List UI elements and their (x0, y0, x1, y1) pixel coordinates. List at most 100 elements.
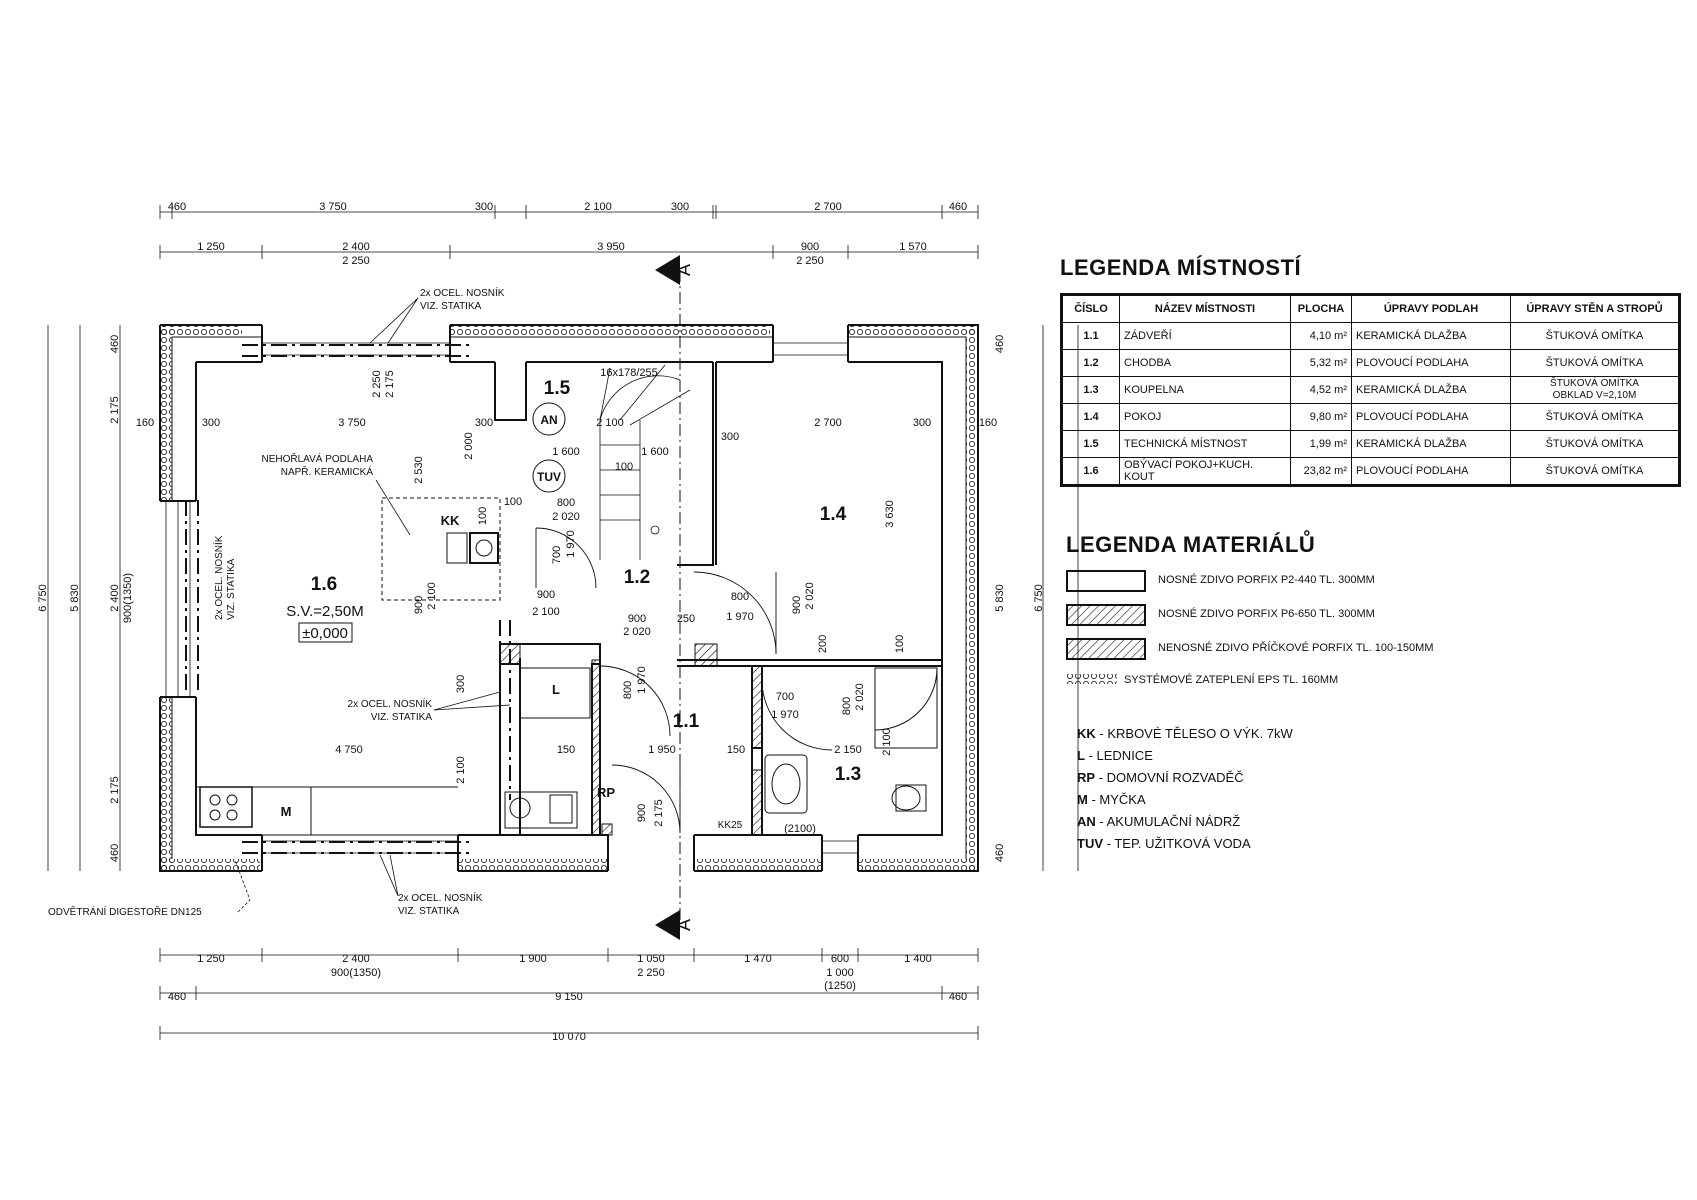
dimension-lines (47, 205, 1079, 1040)
dim-interior: 300 (721, 431, 739, 443)
abbreviation-item: TUV - TEP. UŽITKOVÁ VODA (1077, 836, 1251, 851)
dim-interior: 100 (477, 507, 489, 525)
room-floor: KERAMICKÁ DLAŽBA (1351, 430, 1511, 458)
abbr-code: M (1077, 792, 1088, 807)
dim-interior: 1 970 (771, 709, 799, 721)
dim-interior: 800 (841, 697, 853, 715)
kk25-label: KK25 (718, 820, 743, 831)
floor-note-2: NAPŘ. KERAMICKÁ (281, 465, 374, 478)
dim-interior: 2 020 (854, 683, 866, 711)
dim-interior: 900 (537, 589, 555, 601)
dim-top1: 300 (475, 201, 493, 213)
dim-interior: 1 600 (552, 446, 580, 458)
plan-notes: 2x OCEL. NOSNÍK VIZ. STATIKA NEHOŘLAVÁ P… (48, 286, 511, 918)
room-number: 1.2 (1061, 349, 1120, 377)
room-floor: KERAMICKÁ DLAŽBA (1351, 322, 1511, 350)
dim-interior: 200 (817, 635, 829, 653)
dim-interior: 100 (615, 461, 633, 473)
material-text: NOSNÉ ZDIVO PORFIX P2-440 TL. 300MM (1158, 574, 1375, 586)
dim-interior: 2 100 (426, 582, 438, 610)
room-name: TECHNICKÁ MÍSTNOST (1119, 430, 1291, 458)
dim-interior: 2 150 (834, 744, 862, 756)
dim-interior: 700 (776, 691, 794, 703)
equipment-labels: KK L M RP AN TUV KK25 (2100) 16x178/255 (281, 367, 816, 835)
dim-interior: 300 (202, 417, 220, 429)
dim-interior: 2 100 (532, 606, 560, 618)
hatched-walls (499, 643, 763, 836)
dim-interior: 2 020 (552, 511, 580, 523)
room-number: 1.5 (1061, 430, 1120, 458)
room-1-1-label: 1.1 (673, 711, 700, 732)
dim-interior: 160 (979, 417, 997, 429)
material-swatch-insulation (1067, 674, 1117, 684)
abbreviation-item: M - MYČKA (1077, 792, 1146, 807)
dim-right-inner: 460 (994, 844, 1006, 862)
col-header: ČÍSLO (1061, 294, 1120, 323)
dim-interior: 2 100 (596, 417, 624, 429)
room-1-3-label: 1.3 (835, 764, 861, 785)
dim-interior: 3 750 (338, 417, 366, 429)
stair (599, 364, 691, 560)
abbr-text: TEP. UŽITKOVÁ VODA (1114, 836, 1251, 851)
dim-interior: 800 (622, 681, 634, 699)
room-walls: ŠTUKOVÁ OMÍTKA (1510, 403, 1680, 431)
dim-bot1: 1 400 (904, 953, 932, 965)
room-1-4-label: 1.4 (820, 504, 847, 525)
dim-left-inner: 2 175 (109, 776, 121, 804)
dim-right-inner: 460 (994, 335, 1006, 353)
dim-interior: 1 970 (726, 611, 754, 623)
beam-mid-note-2: VIZ. STATIKA (371, 712, 433, 723)
dim-bot2: 9 150 (555, 991, 583, 1003)
dim-interior: 300 (455, 675, 467, 693)
section-mark-bottom: A (655, 910, 694, 940)
room-number: 1.3 (1061, 376, 1120, 404)
room-labels: 1.1 1.2 1.3 1.4 1.5 1.6 S.V.=2,50M ±0,00… (286, 378, 861, 785)
abbreviation-item: AN - AKUMULAČNÍ NÁDRŽ (1077, 814, 1241, 829)
beam-left-note-1: 2x OCEL. NOSNÍK (212, 535, 225, 620)
room-walls: ŠTUKOVÁ OMÍTKA (1550, 378, 1639, 389)
col-header: PLOCHA (1290, 294, 1352, 323)
vent-note: ODVĚTRÁNÍ DIGESTOŘE DN125 (48, 905, 202, 918)
dim-interior: 900 (636, 804, 648, 822)
door-swings (535, 527, 833, 834)
dim-right-inner: 5 830 (994, 584, 1006, 612)
dim-bot1: 600 (831, 953, 849, 965)
kk-label: KK (441, 513, 460, 528)
abbreviation-item: RP - DOMOVNÍ ROZVADĚČ (1077, 770, 1244, 785)
dim-top2: 2 400 (342, 241, 370, 253)
col-header: NÁZEV MÍSTNOSTI (1119, 294, 1291, 323)
dim-interior: 2 100 (881, 728, 893, 756)
dim-interior: 2 530 (413, 456, 425, 484)
dim-left-outer: 6 750 (37, 584, 49, 612)
abbr-code: RP (1077, 770, 1096, 785)
dim-top2-sub: 2 250 (796, 255, 824, 267)
room-floor: PLOVOUCÍ PODLAHA (1351, 457, 1511, 486)
material-legend-title: LEGENDA MATERIÁLŮ (1066, 532, 1316, 557)
beam-left-note-2: VIZ. STATIKA (226, 558, 237, 620)
col-header: ÚPRAVY STĚN A STROPŮ (1510, 294, 1680, 323)
table-header-row: ČÍSLO NÁZEV MÍSTNOSTI PLOCHA ÚPRAVY PODL… (1061, 294, 1680, 323)
room-floor: PLOVOUCÍ PODLAHA (1351, 349, 1511, 377)
room-floor: KERAMICKÁ DLAŽBA (1351, 376, 1511, 404)
material-text: NENOSNÉ ZDIVO PŘÍČKOVÉ PORFIX TL. 100-15… (1158, 642, 1434, 654)
dim-bot3: 10 070 (552, 1031, 586, 1043)
room-name: ZÁDVEŘÍ (1119, 322, 1291, 350)
beam-top-note-1: 2x OCEL. NOSNÍK (420, 286, 505, 299)
abbr-text: DOMOVNÍ ROZVADĚČ (1106, 770, 1244, 785)
dim-interior: 800 (557, 497, 575, 509)
l-label: L (552, 682, 560, 697)
dim-bot1-sub: (1250) (824, 980, 856, 992)
dim-interior: 700 (551, 546, 563, 564)
dim-interior: 900 (628, 613, 646, 625)
dim-interior: 1 970 (565, 530, 577, 558)
table-row: 1.1 ZÁDVEŘÍ 4,10 m² KERAMICKÁ DLAŽBA ŠTU… (1061, 322, 1680, 350)
dim-left-inner: 460 (109, 335, 121, 353)
fixtures (196, 402, 938, 836)
section-mark-top: A (655, 255, 694, 285)
abbr-text: LEDNICE (1096, 748, 1153, 763)
abbr-text: KRBOVÉ TĚLESO O VÝK. 7kW (1107, 726, 1293, 741)
table-row: 1.6 OBÝVACÍ POKOJ+KUCH. KOUT 23,82 m² PL… (1061, 457, 1680, 486)
beam-top-note-2: VIZ. STATIKA (420, 301, 482, 312)
room-1-5-label: 1.5 (544, 378, 571, 399)
